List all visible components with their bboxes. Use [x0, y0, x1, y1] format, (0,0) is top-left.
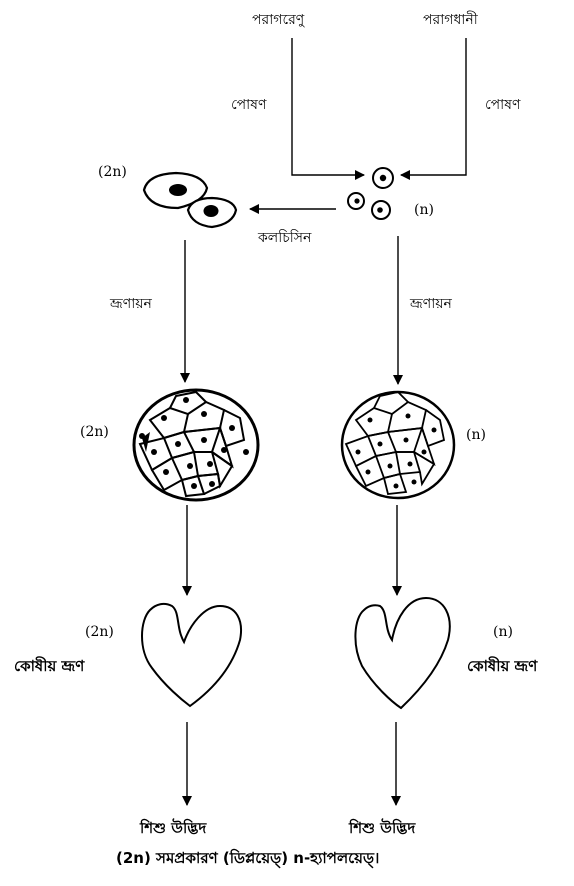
embryo-label-left: কোষীয় ভ্রূণ	[14, 657, 84, 675]
ploidy-label-haploid-embryo: (n)	[493, 623, 513, 641]
figure-caption: (2n) সমপ্রকারণ (ডিপ্লয়েড্) n-হ্যাপলয়েড…	[116, 849, 379, 867]
anther-label: পরাগধানী	[423, 11, 478, 29]
embryogenesis-label-left: ভ্রূণায়ন	[110, 295, 152, 313]
haploid-embryo-heart	[355, 598, 449, 708]
ploidy-label-diploid-mass: (2n)	[80, 423, 109, 441]
plantlet-label-right: শিশু উদ্ভিদ	[349, 819, 415, 837]
colchicine-label: কলচিসিন	[258, 229, 311, 247]
ploidy-label-haploid-mass: (n)	[466, 426, 486, 444]
diploid-cell-mass	[134, 390, 258, 500]
nourishment-label-left: পোষণ	[231, 96, 266, 114]
diploid-embryo-heart	[142, 604, 241, 706]
anther-flow-arrow	[401, 38, 466, 175]
ploidy-label-haploid-cells: (n)	[414, 201, 434, 219]
pollen-label: পরাগরেণু	[252, 11, 304, 29]
haploid-cell-mass	[342, 392, 454, 498]
nourishment-label-right: পোষণ	[485, 96, 520, 114]
plantlet-label-left: শিশু উদ্ভিদ	[140, 819, 206, 837]
ploidy-label-diploid-cells: (2n)	[98, 163, 127, 181]
embryo-label-right: কোষীয় ভ্রূণ	[467, 657, 537, 675]
diploid-cells	[144, 173, 236, 227]
embryogenesis-label-right: ভ্রূণায়ন	[410, 295, 452, 313]
ploidy-label-diploid-embryo: (2n)	[85, 623, 114, 641]
pollen-flow-arrow	[292, 38, 364, 175]
